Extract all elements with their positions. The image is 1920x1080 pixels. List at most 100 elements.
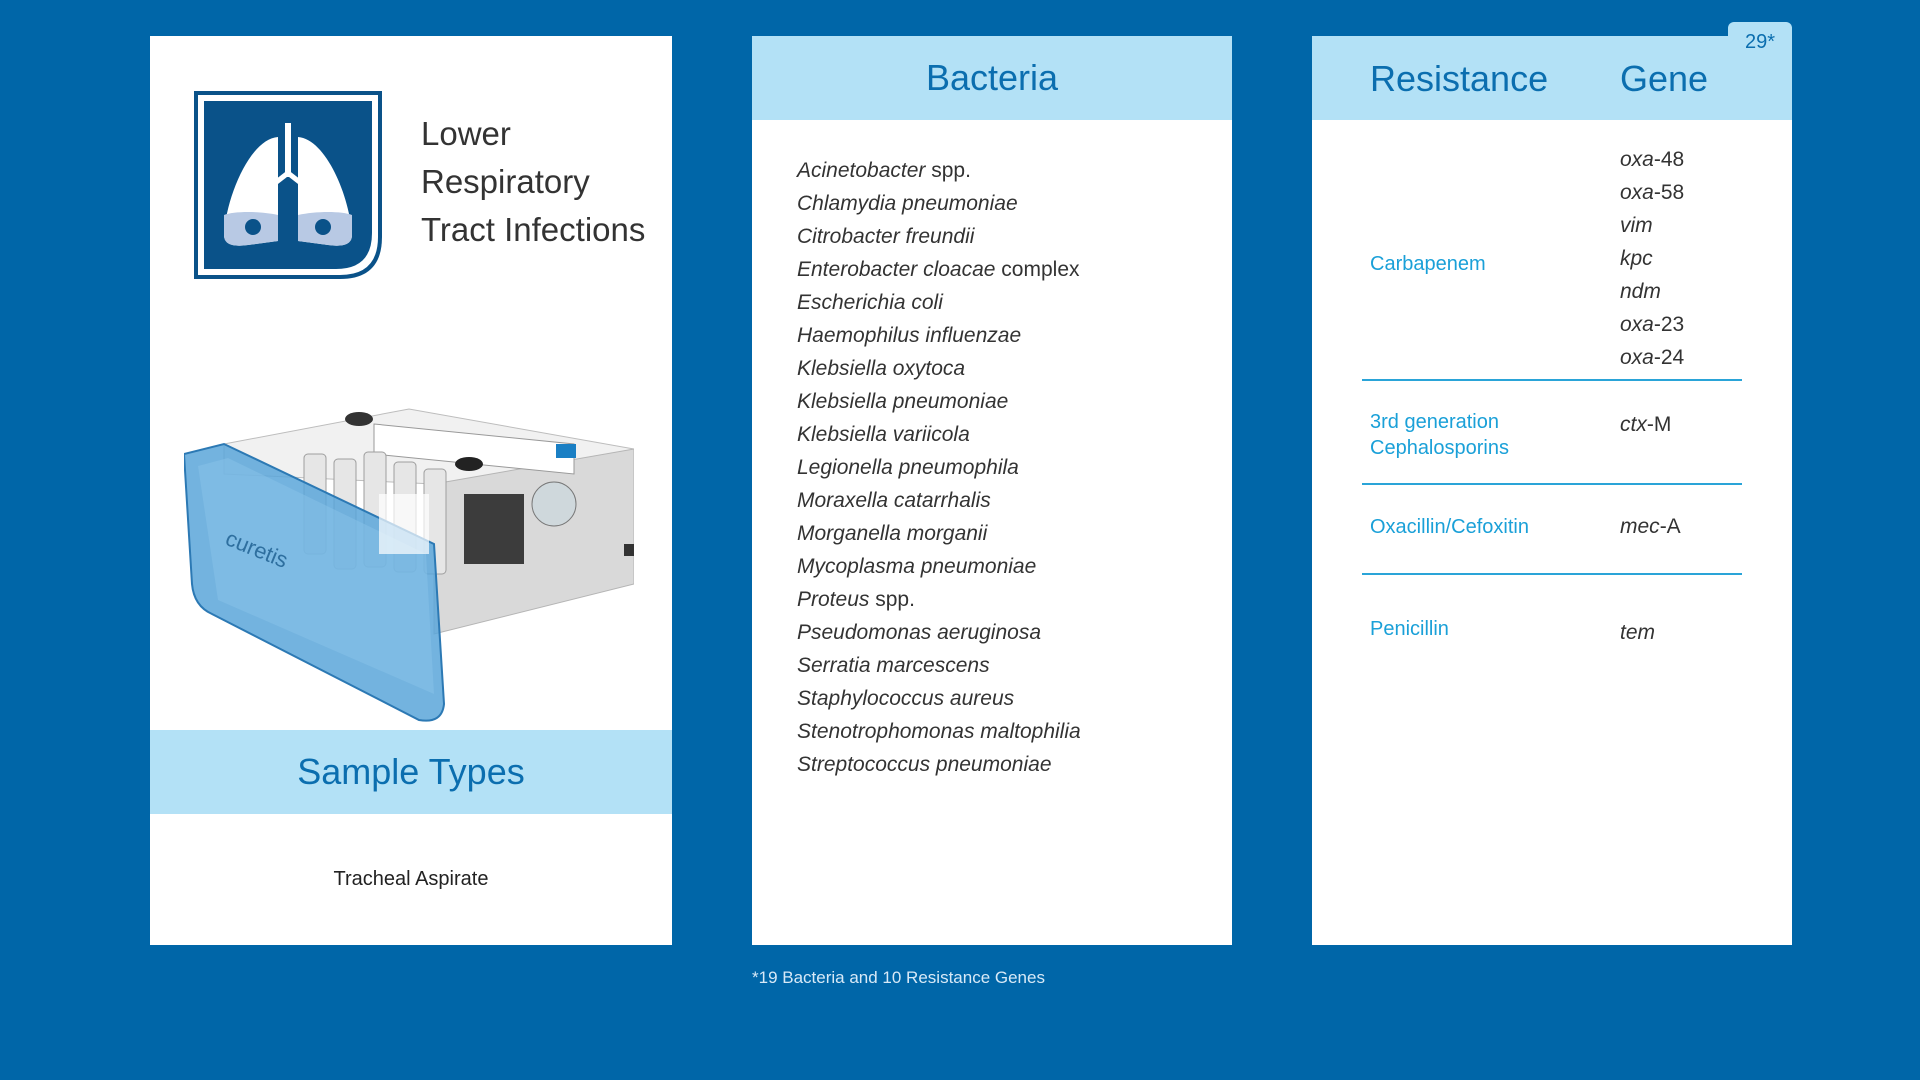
bacteria-item: Klebsiella pneumoniae [797, 385, 1081, 418]
gene-name: vim [1620, 214, 1653, 237]
bacteria-item: Proteus spp. [797, 583, 1081, 616]
panel-test-info: Lower Respiratory Tract Infections [150, 36, 672, 945]
resistance-header-band: Resistance Gene [1312, 36, 1792, 120]
gene-name: tem [1620, 621, 1656, 644]
bacteria-header: Bacteria [752, 36, 1232, 120]
bacteria-item: Escherichia coli [797, 286, 1081, 319]
gene-item: oxa-58 [1620, 176, 1684, 209]
resistance-class: Penicillin [1370, 618, 1449, 640]
bacteria-genus: Acinetobacter [797, 159, 926, 182]
gene-name: kpc [1620, 247, 1653, 270]
bacteria-genus: Citrobacter freundii [797, 225, 975, 248]
bacteria-item: Streptococcus pneumoniae [797, 748, 1081, 781]
gene-suffix: -M [1646, 413, 1672, 436]
bacteria-genus: Proteus [797, 588, 870, 611]
gene-item: ndm [1620, 275, 1684, 308]
bacteria-item: Stenotrophomonas maltophilia [797, 715, 1081, 748]
bacteria-genus: Escherichia coli [797, 291, 943, 314]
bacteria-genus: Haemophilus influenzae [797, 324, 1022, 347]
resistance-header: Resistance [1370, 58, 1549, 99]
bacteria-item: Moraxella catarrhalis [797, 484, 1081, 517]
bacteria-genus: Pseudomonas aeruginosa [797, 621, 1042, 644]
gene-name: ctx [1620, 413, 1647, 436]
bacteria-genus: Moraxella catarrhalis [797, 489, 991, 512]
gene-item: ctx-M [1620, 408, 1671, 441]
gene-list: ctx-M [1620, 408, 1671, 441]
bacteria-genus: Enterobacter cloacae [797, 258, 996, 281]
bacteria-item: Enterobacter cloacae complex [797, 253, 1081, 286]
gene-list: tem [1620, 616, 1655, 649]
bacteria-suffix: spp. [925, 159, 971, 182]
cartridge-image: curetis [182, 374, 640, 724]
bacteria-genus: Mycoplasma pneumoniae [797, 555, 1037, 578]
bacteria-item: Klebsiella variicola [797, 418, 1081, 451]
sample-type-value: Tracheal Aspirate [333, 868, 489, 890]
bacteria-genus: Staphylococcus aureus [797, 687, 1015, 710]
gene-item: oxa-23 [1620, 308, 1684, 341]
bacteria-item: Morganella morganii [797, 517, 1081, 550]
bacteria-item: Serratia marcescens [797, 649, 1081, 682]
title-line: Tract Infections [421, 211, 646, 248]
bacteria-item: Legionella pneumophila [797, 451, 1081, 484]
bacteria-genus: Morganella morganii [797, 522, 988, 545]
bacteria-suffix: spp. [869, 588, 915, 611]
bacteria-genus: Streptococcus pneumoniae [797, 753, 1052, 776]
bacteria-genus: Serratia marcescens [797, 654, 990, 677]
gene-name: oxa [1620, 181, 1654, 204]
gene-item: mec-A [1620, 510, 1681, 543]
row-divider [1362, 483, 1742, 485]
bacteria-item: Acinetobacter spp. [797, 154, 1081, 187]
bacteria-item: Haemophilus influenzae [797, 319, 1081, 352]
panel-title: Lower Respiratory Tract Infections [421, 110, 645, 254]
gene-suffix: -48 [1653, 148, 1685, 171]
gene-name: oxa [1620, 346, 1654, 369]
bacteria-genus: Legionella pneumophila [797, 456, 1019, 479]
gene-item: kpc [1620, 242, 1684, 275]
bacteria-item: Klebsiella oxytoca [797, 352, 1081, 385]
bacteria-genus: Klebsiella variicola [797, 423, 970, 446]
bacteria-suffix: complex [995, 258, 1080, 281]
gene-name: oxa [1620, 148, 1654, 171]
resistance-class: 3rd generation Cephalosporins [1370, 411, 1509, 459]
gene-name: oxa [1620, 313, 1654, 336]
resistance-row: Oxacillin/Cefoxitin mec-A [1362, 510, 1742, 570]
gene-list: mec-A [1620, 510, 1681, 543]
gene-item: oxa-24 [1620, 341, 1684, 374]
gene-item: oxa-48 [1620, 143, 1684, 176]
bacteria-item: Citrobacter freundii [797, 220, 1081, 253]
sample-types-header: Sample Types [150, 730, 672, 814]
gene-suffix: -58 [1653, 181, 1685, 204]
gene-suffix: -A [1659, 515, 1681, 538]
resistance-class: Oxacillin/Cefoxitin [1370, 516, 1529, 538]
count-tab: 29* [1728, 22, 1792, 62]
bacteria-genus: Chlamydia pneumoniae [797, 192, 1018, 215]
footnote: *19 Bacteria and 10 Resistance Genes [752, 968, 1045, 987]
panel-bacteria: Bacteria Acinetobacter spp. Chlamydia pne… [752, 36, 1232, 945]
bacteria-genus: Stenotrophomonas maltophilia [797, 720, 1081, 743]
row-divider [1362, 573, 1742, 575]
gene-suffix: -24 [1653, 346, 1685, 369]
gene-name: mec [1620, 515, 1660, 538]
gene-suffix: -23 [1653, 313, 1685, 336]
resistance-row: 3rd generation Cephalosporins ctx-M [1362, 406, 1742, 486]
bacteria-genus: Klebsiella oxytoca [797, 357, 966, 380]
title-line: Lower [421, 115, 511, 152]
resistance-row: Penicillin tem [1362, 612, 1742, 672]
bacteria-item: Chlamydia pneumoniae [797, 187, 1081, 220]
lung-icon [190, 87, 386, 283]
gene-item: tem [1620, 616, 1655, 649]
row-divider [1362, 379, 1742, 381]
bacteria-item: Mycoplasma pneumoniae [797, 550, 1081, 583]
bacteria-item: Pseudomonas aeruginosa [797, 616, 1081, 649]
gene-header: Gene [1620, 58, 1709, 99]
bacteria-item: Staphylococcus aureus [797, 682, 1081, 715]
title-line: Respiratory [421, 163, 590, 200]
gene-name: ndm [1620, 280, 1661, 303]
bacteria-genus: Klebsiella pneumoniae [797, 390, 1009, 413]
gene-item: vim [1620, 209, 1684, 242]
resistance-class: Carbapenem [1370, 253, 1486, 275]
